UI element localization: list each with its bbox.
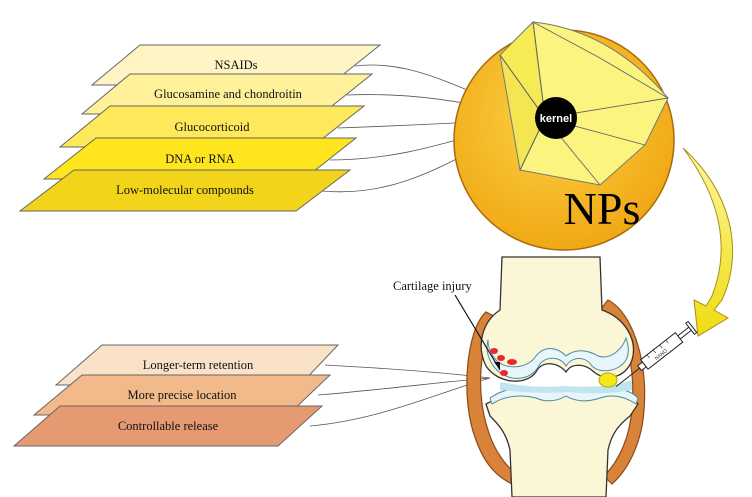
cartilage-injury-label: Cartilage injury [393,279,473,293]
syringe-tick [659,344,663,349]
femur-bone [480,256,634,382]
np-kernel [535,97,577,139]
injury-spot [507,359,517,365]
np-inner-section [519,21,669,186]
payload-label: DNA or RNA [165,152,234,166]
payload-layer: Low-molecular compounds [18,169,352,212]
annotation-leader [454,294,501,371]
np-facet-line [532,21,601,59]
injury-spot [497,355,505,361]
benefit-layer-shape [12,405,324,447]
benefit-connector-line [317,377,491,396]
injury-spot [500,370,508,376]
payload-layer: Glucocorticoid [58,105,366,148]
syringe-plunger-cap [685,320,698,335]
injury-spot [490,348,498,354]
benefit-label: Longer-term retention [143,358,254,372]
curved-arrow [682,147,734,337]
syringe-needle [615,367,640,388]
payload-label: Glucosamine and chondroitin [154,87,303,101]
injected-np [598,372,618,388]
cartilage-injury [490,348,517,376]
femur-cartilage [486,336,629,379]
payload-stack: NSAIDs Glucosamine and chondroitin Gluco… [18,44,546,212]
nanoparticle-sphere: kernel NPs [453,20,675,251]
benefit-connector-lines [309,364,491,427]
np-facet-line [499,54,546,119]
benefit-layer: Controllable release [12,405,324,447]
syringe: NANO [615,320,698,388]
benefit-stack: Longer-term retention More precise locat… [12,344,491,447]
np-facet-line [599,57,669,99]
annotation-arrowhead [494,362,500,370]
payload-layer-shape [18,169,352,212]
benefit-layer: More precise location [32,374,332,416]
benefit-connector-line [309,377,491,427]
nps-label: NPs [564,183,641,234]
knee-joint [466,256,646,497]
payload-label: Glucocorticoid [175,120,251,134]
curved-arrow-body [682,147,734,337]
payload-label: Low-molecular compounds [116,183,254,197]
benefit-connector-line [324,364,491,379]
syringe-tick [646,354,650,359]
payload-label: NSAIDs [214,58,257,72]
syringe-tick [665,339,669,344]
payload-layer: Glucosamine and chondroitin [80,73,374,115]
syringe-tick [653,349,656,354]
benefit-label: More precise location [128,388,238,402]
benefit-label: Controllable release [118,419,219,433]
synovial-fluid [500,380,632,394]
syringe-plunger-rod [677,326,692,340]
kernel-label: kernel [540,113,572,125]
